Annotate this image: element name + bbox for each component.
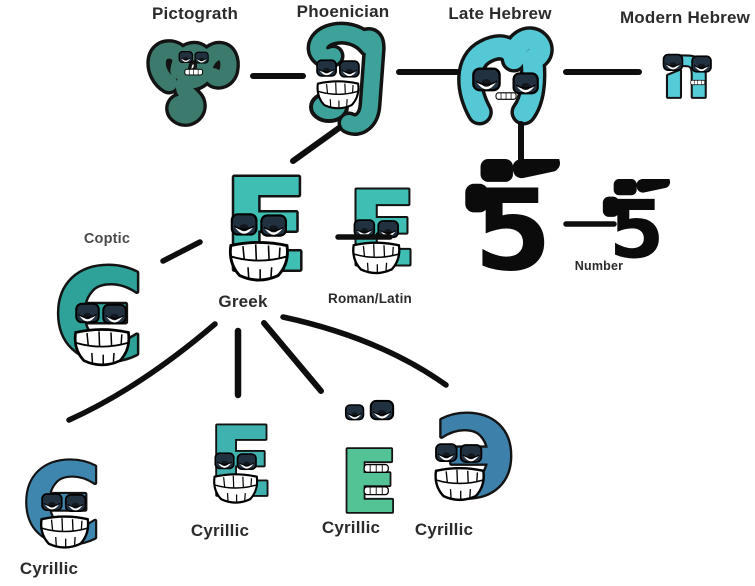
label-modern-hebrew: Modern Hebrew (619, 8, 751, 27)
greek-character: E (196, 149, 336, 302)
label-coptic: Coptic (83, 231, 131, 247)
arrow-greek-to-coptic (160, 239, 203, 264)
cyrillic-e-mouth-icon (213, 473, 259, 504)
label-pictograth: Pictograth (151, 4, 239, 23)
cyrillic-ie-character: Є (6, 439, 118, 570)
cyrillic-e-character: E (199, 404, 283, 520)
cyrillic-ie-mouth-icon (39, 515, 90, 549)
coptic-character: Є (49, 241, 149, 391)
late-hebrew-right-eye-icon (512, 72, 539, 95)
pictograth-mouth-icon (184, 68, 204, 76)
label-phoenician: Phoenician (296, 2, 390, 21)
late-hebrew-mouth-icon (495, 92, 517, 101)
coptic-mouth-icon (73, 328, 131, 367)
cyrillic-yo-lower-mouth-icon (363, 486, 390, 496)
number-silhouette-large (459, 159, 565, 283)
cyrillic-e-reversed-character: Э (427, 392, 523, 525)
label-cyrillic-ie: Cyrillic (19, 559, 79, 578)
arrow-greek-to-cyrillic-e-reversed (280, 314, 449, 388)
label-late-hebrew: Late Hebrew (448, 4, 552, 23)
cyrillic-yo-right-eye-icon (369, 399, 395, 421)
label-cyrillic-yo: Cyrillic (321, 518, 381, 537)
modern-hebrew-mouth-icon (690, 79, 706, 86)
cyrillic-e-reversed-mouth-icon (434, 466, 485, 502)
svg-text:E: E (339, 433, 398, 533)
greek-mouth-icon (228, 240, 289, 282)
cyrillic-yo-upper-mouth-icon (363, 463, 390, 474)
late-hebrew-character (453, 26, 565, 126)
arrow-greek-to-cyrillic-yo (261, 320, 324, 394)
number-silhouette-small (591, 179, 681, 267)
phoenician-mouth-icon (316, 80, 360, 110)
cyrillic-yo-left-eye-icon (344, 404, 365, 421)
modern-hebrew-right-eye-icon (691, 55, 712, 73)
pictograth-character (140, 24, 255, 127)
cyrillic-yo-character: E (333, 393, 405, 535)
modern-hebrew-left-eye-icon (662, 53, 684, 72)
roman-latin-mouth-icon (352, 241, 401, 275)
late-hebrew-left-eye-icon (472, 67, 501, 92)
roman-latin-character: E (337, 169, 427, 292)
phoenician-character (289, 21, 395, 139)
label-cyrillic-e: Cyrillic (190, 521, 250, 540)
modern-hebrew-character: ה (644, 27, 728, 117)
label-number: Number (574, 259, 624, 273)
label-roman-latin: Roman/Latin (328, 291, 412, 306)
label-cyrillic-e-reversed: Cyrillic (414, 520, 474, 539)
label-greek: Greek (218, 292, 268, 311)
